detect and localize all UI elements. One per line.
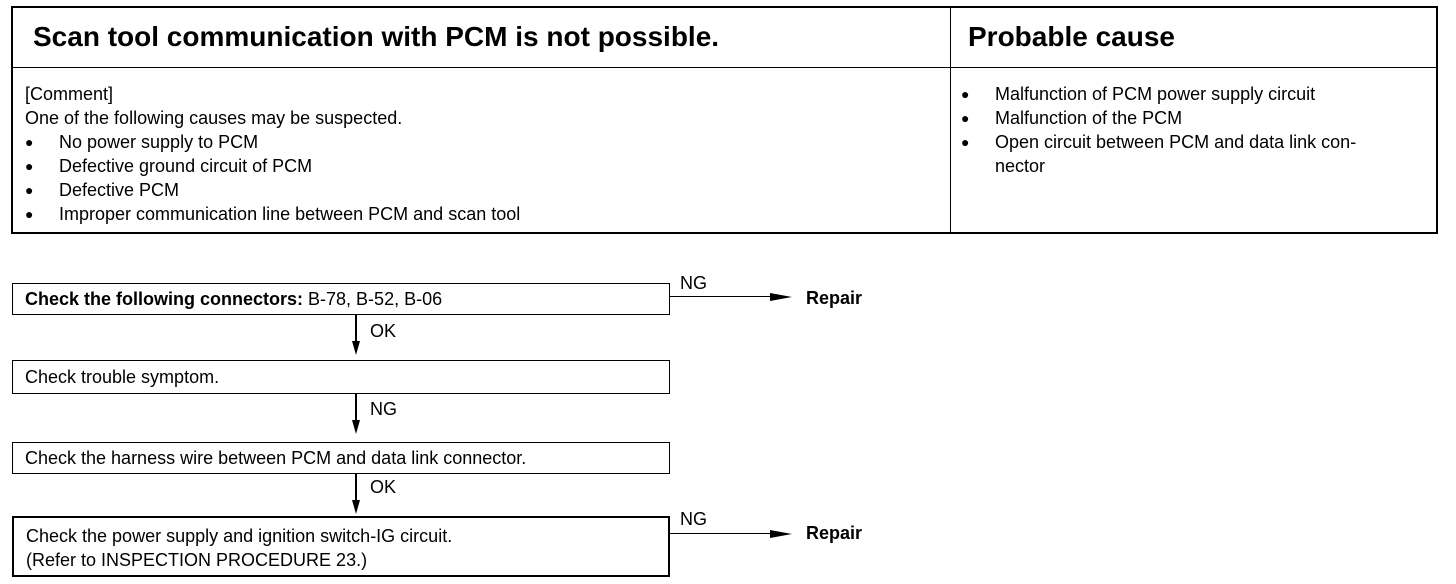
cause-item: ●Malfunction of the PCM	[961, 108, 1183, 128]
ok-label: OK	[370, 321, 397, 341]
comment-heading: [Comment]	[25, 84, 114, 104]
probable-cause-list: ●Malfunction of PCM power supply circuit…	[961, 82, 1431, 178]
arrow-down-icon	[352, 341, 360, 355]
arrow-right-icon	[770, 293, 792, 301]
step4-line1: Check the power supply and ignition swit…	[26, 526, 453, 546]
step-check-harness-wire: Check the harness wire between PCM and d…	[12, 442, 670, 474]
ok-label: OK	[370, 477, 397, 497]
table-header-row	[13, 8, 1436, 68]
comment-item: ●Defective ground circuit of PCM	[25, 156, 313, 176]
repair-label: Repair	[806, 523, 863, 543]
repair-label: Repair	[806, 288, 863, 308]
bullet-icon: ●	[25, 158, 34, 174]
arrow-right-icon	[770, 530, 792, 538]
bullet-icon: ●	[25, 182, 34, 198]
bullet-icon: ●	[25, 134, 34, 150]
ok-arrow-line	[355, 315, 357, 343]
ng-arrow-line	[355, 394, 357, 422]
comment-item: ●Defective PCM	[25, 180, 180, 200]
step2-label: Check trouble symptom.	[25, 367, 220, 387]
bullet-icon: ●	[961, 134, 970, 150]
arrow-down-icon	[352, 420, 360, 434]
step-check-trouble-symptom: Check trouble symptom.	[12, 360, 670, 394]
cause-item: ●Malfunction of PCM power supply circuit	[961, 84, 1316, 104]
step3-label: Check the harness wire between PCM and d…	[25, 448, 527, 468]
step-check-power-supply: Check the power supply and ignition swit…	[12, 516, 670, 577]
ng-arrow-line	[670, 296, 778, 297]
ng-label: NG	[680, 273, 707, 293]
step-check-connectors: Check the following connectors: B-78, B-…	[12, 283, 670, 315]
ng-label: NG	[370, 399, 397, 419]
ok-arrow-line	[355, 474, 357, 502]
comment-item: ●No power supply to PCM	[25, 132, 259, 152]
probable-cause-heading: Probable cause	[968, 21, 1175, 52]
ng-label: NG	[680, 509, 707, 529]
symptom-table: Scan tool communication with PCM is not …	[11, 6, 1438, 234]
comment-section: [Comment] One of the following causes ma…	[25, 82, 520, 226]
bullet-icon: ●	[961, 86, 970, 102]
symptom-title: Scan tool communication with PCM is not …	[33, 21, 720, 52]
step4-line2: (Refer to INSPECTION PROCEDURE 23.)	[26, 550, 368, 570]
comment-item: ●Improper communication line between PCM…	[25, 204, 521, 224]
comment-intro: One of the following causes may be suspe…	[25, 108, 403, 128]
cause-item: ●Open circuit between PCM and data link …	[961, 132, 1357, 176]
bullet-icon: ●	[25, 206, 34, 222]
column-divider	[950, 8, 951, 232]
step1-bold-label: Check the following connectors:	[25, 289, 304, 309]
bullet-icon: ●	[961, 110, 970, 126]
step1-connectors: B-78, B-52, B-06	[303, 289, 443, 309]
ng-arrow-line	[670, 533, 778, 534]
arrow-down-icon	[352, 500, 360, 514]
